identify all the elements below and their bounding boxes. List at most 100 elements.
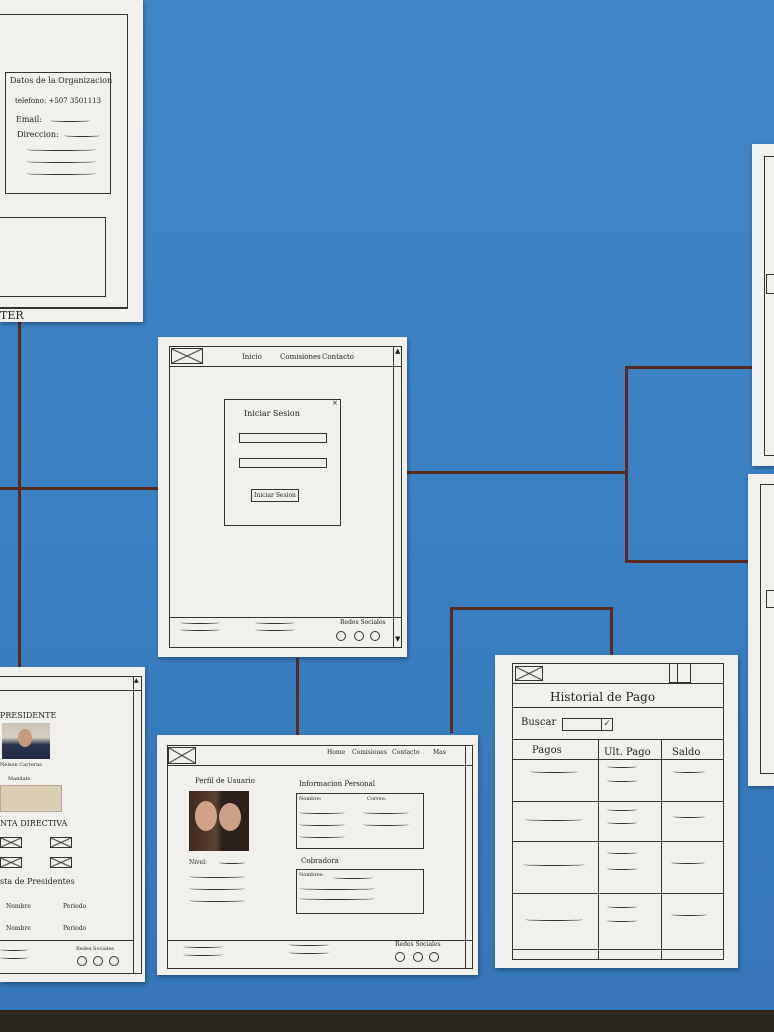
footer-divider	[0, 307, 128, 309]
login-title: Iniciar Sesion	[244, 409, 300, 418]
social-icon[interactable]	[413, 952, 423, 962]
scribble	[255, 628, 295, 631]
connector-wire	[0, 487, 160, 490]
username-field[interactable]	[239, 433, 327, 443]
login-button-label: Iniciar Sesion	[254, 492, 296, 499]
buscar-label: Buscar	[521, 717, 557, 728]
nav-contacto[interactable]: Contacto	[392, 749, 420, 756]
scribble	[299, 887, 375, 890]
scribble	[299, 811, 345, 814]
org-title: Datos de la Organizacion	[10, 76, 113, 85]
nav-divider	[0, 690, 142, 692]
scribble	[523, 863, 585, 866]
scribble	[673, 815, 705, 818]
table-hline	[512, 801, 724, 803]
nav-divider	[512, 683, 724, 685]
search-divider	[512, 739, 724, 741]
connector-wire	[625, 366, 628, 562]
social-icon[interactable]	[109, 956, 119, 966]
connector-wire	[18, 322, 21, 667]
scribble	[607, 808, 637, 811]
nombre-column: Nombre	[6, 903, 31, 910]
table-vline	[598, 739, 600, 960]
scribble	[299, 897, 375, 900]
logo-placeholder-icon	[515, 666, 543, 681]
window-controls[interactable]	[669, 663, 691, 683]
social-label: Redes Sociales	[395, 941, 441, 948]
scribble	[289, 951, 329, 954]
member-photo-icon	[50, 857, 72, 868]
window-control-divider	[677, 663, 679, 683]
login-button[interactable]	[251, 489, 299, 502]
scribble	[363, 811, 409, 814]
scribble	[607, 779, 637, 782]
social-label: Redes Sociales	[76, 946, 114, 952]
scribble	[180, 621, 220, 624]
nav-inicio[interactable]: Inicio	[242, 353, 262, 361]
connector-wire	[610, 607, 613, 655]
scribble	[183, 953, 223, 956]
social-icon[interactable]	[336, 631, 346, 641]
social-icon[interactable]	[370, 631, 380, 641]
logo-placeholder-icon	[168, 747, 196, 764]
password-field[interactable]	[239, 458, 327, 468]
scribble	[671, 861, 705, 864]
logo-placeholder-icon	[171, 348, 203, 364]
field-box	[766, 590, 774, 608]
login-dialog	[224, 399, 341, 526]
cobradora-heading: Cobradora	[301, 857, 339, 865]
email-label: Email:	[16, 115, 43, 124]
scribble	[255, 621, 295, 624]
search-input[interactable]	[562, 718, 602, 731]
map-box	[0, 217, 106, 297]
cobradora-panel	[296, 869, 424, 914]
nav-home[interactable]: Home	[327, 749, 346, 756]
nivel-label: Nivel:	[189, 859, 208, 866]
address-label: Direccion:	[17, 130, 59, 139]
table-hline	[512, 893, 724, 895]
scroll-down-icon[interactable]: ▼	[395, 635, 401, 643]
scribble	[50, 119, 90, 122]
scrollbar-track	[133, 676, 135, 974]
scroll-up-icon[interactable]: ▲	[395, 347, 401, 355]
scribble	[299, 835, 345, 838]
bio-note	[0, 785, 62, 812]
connector-wire	[450, 607, 453, 733]
browser-frame	[0, 676, 142, 974]
nav-comisiones[interactable]: Comisiones	[352, 749, 387, 756]
social-label: Redes Sociales	[340, 619, 386, 626]
scroll-up-icon[interactable]: ▲	[134, 677, 139, 684]
scribble	[0, 956, 28, 959]
scribble	[189, 887, 245, 890]
social-icon[interactable]	[354, 631, 364, 641]
scribble	[26, 148, 96, 151]
member-photo-icon	[0, 857, 22, 868]
connector-wire	[296, 658, 299, 736]
column-pagos: Pagos	[532, 745, 562, 756]
title-divider	[512, 707, 724, 709]
scribble	[189, 899, 245, 902]
scribble	[607, 867, 637, 870]
table-hline	[512, 841, 724, 843]
scribble	[299, 823, 345, 826]
nav-contacto[interactable]: Contacto	[322, 353, 355, 361]
member-photo-icon	[0, 837, 22, 848]
social-icon[interactable]	[93, 956, 103, 966]
search-dropdown-icon[interactable]: ✓	[601, 718, 613, 731]
scribble	[180, 628, 220, 631]
info-heading: Informacion Personal	[299, 780, 375, 788]
scribble	[219, 861, 245, 864]
payment-title: Historial de Pago	[550, 690, 656, 704]
social-icon[interactable]	[77, 956, 87, 966]
login-wireframe-sheet: Inicio Comisiones Contacto ▲ ▼ × Iniciar…	[158, 337, 407, 657]
nav-comisiones[interactable]: Comisiones	[280, 353, 321, 361]
periodo-row: Periodo	[63, 925, 87, 932]
social-icon[interactable]	[395, 952, 405, 962]
nav-mas[interactable]: Mas	[433, 749, 446, 756]
president-wireframe-sheet: ▲ PRESIDENTE Nelson Carreras Mandato NTA…	[0, 667, 145, 982]
profile-heading: Perfil de Usuario	[195, 777, 255, 785]
field-box	[766, 274, 774, 294]
social-icon[interactable]	[429, 952, 439, 962]
scribble	[607, 905, 637, 908]
dialog-close-icon[interactable]: ×	[332, 399, 338, 407]
